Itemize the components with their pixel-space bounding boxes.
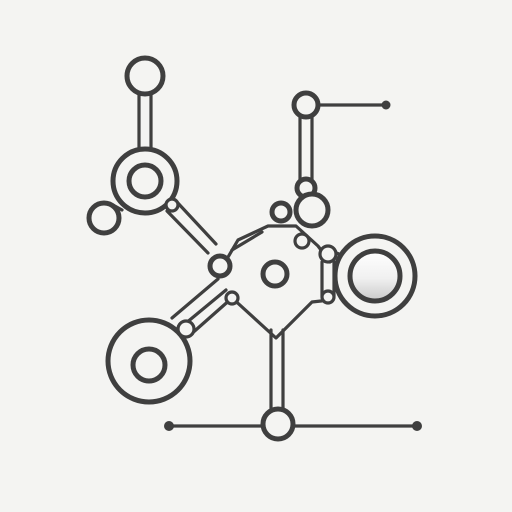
nodes xyxy=(86,55,422,442)
node-central-left xyxy=(207,253,233,279)
node-connector-upper xyxy=(164,197,180,213)
ring-lower-left-inner xyxy=(130,346,168,384)
node-central-left-small xyxy=(224,290,240,306)
bond-diag-lower-a xyxy=(170,277,220,320)
node-upper-right-large xyxy=(293,191,331,229)
bond-diag-upper-a xyxy=(174,199,218,246)
endpoint-top-right xyxy=(381,100,391,110)
bond-diag-lower-c xyxy=(187,296,234,338)
node-hex-top-right xyxy=(293,232,311,250)
node-top-left xyxy=(124,55,166,97)
node-lower-left-connector xyxy=(176,319,196,339)
endpoint-bottom-right xyxy=(412,421,422,431)
node-hex-center xyxy=(260,259,290,289)
ring-upper-left-inner xyxy=(126,162,164,200)
node-left-small xyxy=(86,200,122,236)
ring-right-glossy-center xyxy=(347,248,403,304)
hexagon-upper xyxy=(222,224,332,266)
node-top-right xyxy=(291,90,321,120)
node-hex-right-bottom xyxy=(320,289,336,305)
node-hex-right-top xyxy=(318,244,338,264)
node-bottom-center xyxy=(260,406,296,442)
hexagon-lower xyxy=(228,294,332,340)
endpoint-bottom-left xyxy=(164,421,174,431)
node-hex-top xyxy=(269,200,293,224)
hexagon-left-a xyxy=(230,230,264,252)
bond-diag-upper-b xyxy=(165,209,210,255)
